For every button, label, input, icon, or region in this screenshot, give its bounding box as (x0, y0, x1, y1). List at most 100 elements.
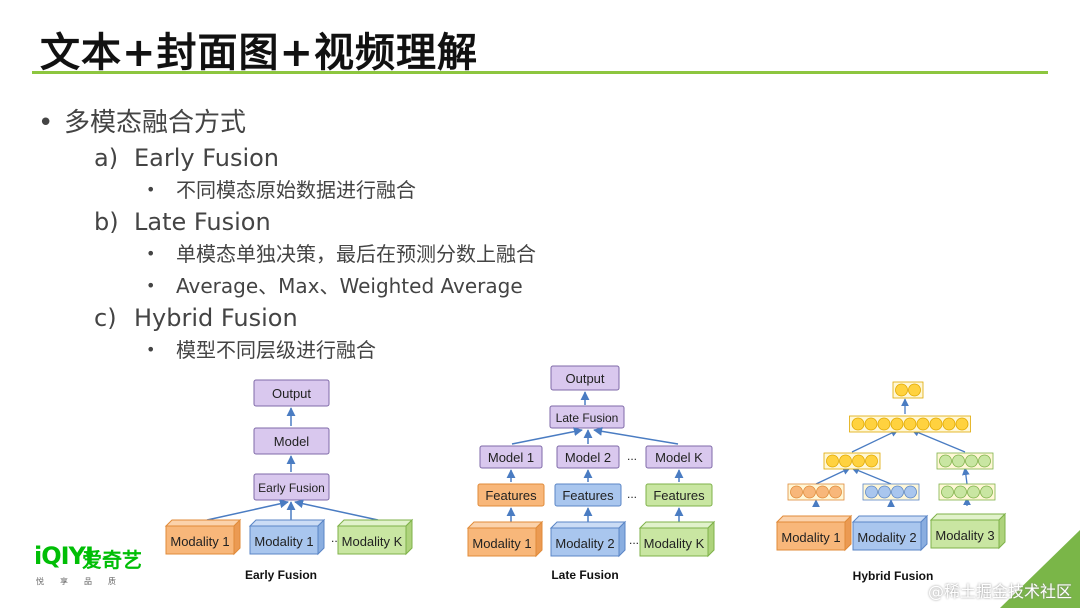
node-layer (938, 483, 996, 501)
page-title: 文本+封面图+视频理解 (40, 30, 479, 76)
bullet-label-a: Early Fusion (134, 144, 280, 172)
node-layer (787, 483, 845, 501)
ellipsis: ... (627, 487, 637, 501)
bullet-marker-a: a) (94, 144, 119, 172)
features-box (477, 483, 545, 507)
model-label: Model 2 (565, 450, 611, 465)
node (903, 417, 917, 431)
bullet-early-fusion: a) Early Fusion (38, 142, 536, 174)
logo-name: 爱奇艺 (82, 548, 142, 572)
node (904, 485, 917, 499)
model-label: Model 1 (488, 450, 534, 465)
logo-mark: iQIYI (34, 542, 94, 570)
node (967, 485, 980, 499)
node (980, 485, 993, 499)
node (829, 485, 842, 499)
modality-cube (851, 514, 929, 552)
sub-bullet: 模型不同层级进行融合 (38, 334, 536, 366)
fusion-diagrams: Output Model Early Fusion Modality 1 Mod… (164, 365, 1007, 583)
modality-cube (164, 518, 242, 556)
node (895, 383, 908, 397)
modality-label: Modality 1 (254, 534, 313, 549)
output-box (550, 365, 620, 391)
output-label: Output (565, 371, 604, 386)
node (826, 454, 839, 468)
model-box (645, 445, 713, 469)
model-label: Model (274, 434, 310, 449)
node (929, 417, 943, 431)
ellipsis: ... (331, 531, 341, 545)
early-fusion-label: Early Fusion (258, 481, 325, 495)
ellipsis: ... (629, 533, 639, 547)
output-label: Output (272, 386, 311, 401)
modality-cube (466, 520, 544, 558)
node (978, 454, 991, 468)
arrow (851, 467, 892, 485)
model-box (253, 427, 330, 455)
sub-bullet: 单模态单独决策，最后在预测分数上融合 (38, 238, 536, 270)
node (864, 417, 878, 431)
watermark: @稀土掘金技术社区 (927, 582, 1072, 601)
modality-label: Modality 3 (935, 528, 994, 543)
modality-label: Modality 1 (472, 536, 531, 551)
modality-label: Modality K (644, 536, 705, 551)
node (955, 417, 969, 431)
late-fusion-diagram: Output Late Fusion Model 1 Model 2 ... M… (466, 365, 716, 582)
node-layer (936, 452, 994, 470)
modality-cube (336, 518, 414, 556)
hybrid-fusion-caption: Hybrid Fusion (853, 569, 934, 583)
node (865, 485, 878, 499)
model-box (479, 445, 543, 469)
model-label: Model K (655, 450, 703, 465)
node (878, 485, 891, 499)
modality-label: Modality 2 (857, 530, 916, 545)
late-fusion-caption: Late Fusion (551, 568, 618, 582)
output-box (253, 379, 330, 407)
arrow (851, 429, 899, 453)
node (877, 417, 891, 431)
node (952, 454, 965, 468)
node (939, 454, 952, 468)
modality-cube (929, 512, 1007, 550)
model-box (556, 445, 620, 469)
arrow (962, 467, 970, 485)
features-label: Features (562, 488, 614, 503)
node-layer (823, 452, 881, 470)
modality-cube (638, 520, 716, 558)
node (942, 417, 956, 431)
node (852, 454, 865, 468)
features-box (645, 483, 713, 507)
node (839, 454, 852, 468)
bullet-list: 多模态融合方式 a) Early Fusion 不同模态原始数据进行融合 b)La… (38, 104, 536, 366)
hybrid-fusion-diagram: Modality 1 Modality 2 Modality 3 Hybrid … (775, 381, 1007, 583)
early-fusion-diagram: Output Model Early Fusion Modality 1 Mod… (164, 379, 414, 582)
modality-cube (775, 514, 853, 552)
bullet-marker-c: c) (94, 304, 117, 332)
title-underline (32, 71, 1048, 74)
modality-label: Modality 1 (170, 534, 229, 549)
bullet-hybrid-fusion: c)Hybrid Fusion (38, 302, 536, 334)
node (803, 485, 816, 499)
ellipsis: ... (627, 449, 637, 463)
sub-bullet: 不同模态原始数据进行融合 (38, 174, 536, 206)
bullet-late-fusion: b)Late Fusion (38, 206, 536, 238)
node (851, 417, 865, 431)
node (954, 485, 967, 499)
arrow (911, 429, 966, 453)
modality-label: Modality 1 (781, 530, 840, 545)
bullet-main: 多模态融合方式 (38, 104, 536, 142)
modality-cube (549, 520, 627, 558)
sub-bullet: Average、Max、Weighted Average (38, 270, 536, 302)
features-box (554, 483, 622, 507)
modality-label: Modality K (342, 534, 403, 549)
late-fusion-box (549, 405, 625, 429)
node (865, 454, 878, 468)
modality-label: Modality 2 (555, 536, 614, 551)
node (816, 485, 829, 499)
node (790, 485, 803, 499)
bullet-marker-b: b) (94, 208, 119, 236)
node (908, 383, 921, 397)
iqiyi-logo: iQIYI 爱奇艺 悦享品质 (34, 540, 154, 590)
features-label: Features (485, 488, 537, 503)
logo-slogan: 悦享品质 (36, 577, 132, 586)
